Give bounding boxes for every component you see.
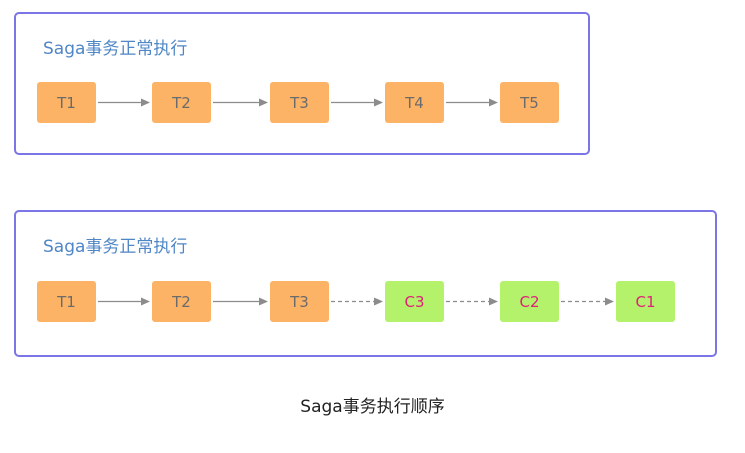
arrow-layer (98, 297, 614, 306)
step-box: C1 (616, 281, 675, 322)
arrow-layer (98, 98, 498, 107)
step-label: T1 (57, 292, 76, 311)
arrowhead (605, 297, 614, 306)
arrowhead (489, 98, 498, 107)
step-box: T5 (500, 82, 559, 123)
step-box: C3 (385, 281, 444, 322)
step-box: C2 (500, 281, 559, 322)
step-box: T3 (270, 281, 329, 322)
step-box: T2 (152, 281, 211, 322)
arrowhead (374, 297, 383, 306)
saga-normal-execution-panel: Saga事务正常执行 T1 T2 T3 T4 T5 (14, 12, 590, 155)
step-label: C2 (519, 292, 540, 311)
arrowhead (141, 98, 150, 107)
panel-title: Saga事务正常执行 (43, 237, 188, 257)
step-label: T1 (57, 93, 76, 112)
step-box: T3 (270, 82, 329, 123)
arrowhead (489, 297, 498, 306)
saga-compensation-panel: Saga事务正常执行 T1 T2 T3 C3 C2 C1 (14, 210, 717, 357)
step-box: T2 (152, 82, 211, 123)
arrowhead (374, 98, 383, 107)
arrowhead (259, 98, 268, 107)
step-box: T4 (385, 82, 444, 123)
step-label: C1 (635, 292, 656, 311)
step-label: T5 (520, 93, 539, 112)
step-label: T2 (172, 93, 191, 112)
figure-caption: Saga事务执行顺序 (300, 397, 445, 417)
step-box: T1 (37, 281, 96, 322)
panel-title: Saga事务正常执行 (43, 39, 188, 59)
step-label: T3 (290, 93, 309, 112)
step-label: C3 (404, 292, 425, 311)
step-label: T3 (290, 292, 309, 311)
arrowhead (259, 297, 268, 306)
arrowhead (141, 297, 150, 306)
step-label: T2 (172, 292, 191, 311)
step-label: T4 (405, 93, 424, 112)
step-box: T1 (37, 82, 96, 123)
